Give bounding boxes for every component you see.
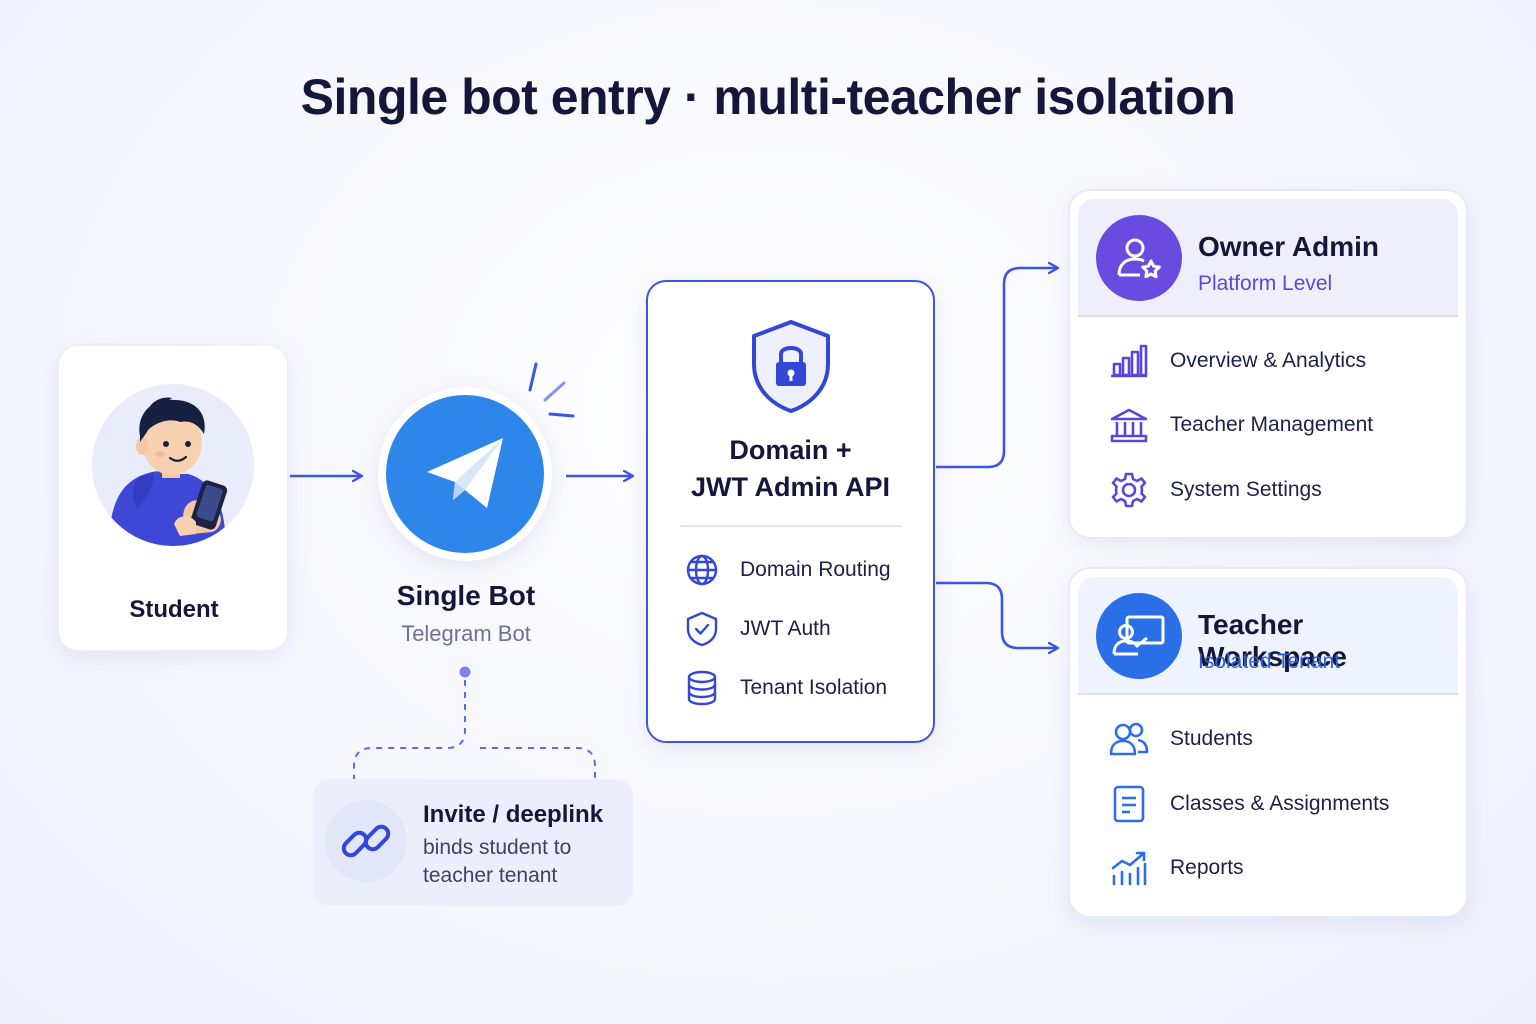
teacher-item-label: Classes & Assignments [1170,792,1390,815]
teacher-item-label: Students [1170,727,1253,750]
document-icon [1108,783,1150,825]
api-title: Domain + JWT Admin API [648,432,933,506]
link-icon [325,800,407,882]
api-divider [680,525,902,527]
teacher-workspace-panel: Teacher Workspace Isolated Tenant Studen… [1068,567,1468,918]
bot-sparkle-icon [528,362,575,418]
shield-lock-icon [748,318,834,414]
institution-icon [1108,404,1150,446]
telegram-icon [386,395,544,553]
owner-admin-subtitle: Platform Level [1198,272,1333,295]
teacher-workspace-subtitle: Isolated Tenant [1198,650,1341,673]
bar-chart-icon [1108,340,1150,382]
teacher-item-reports[interactable]: Reports [1108,846,1244,890]
api-title-line1: Domain + [729,435,852,465]
gear-icon [1108,469,1150,511]
user-star-icon [1096,215,1182,301]
invite-deeplink-box: Invite / deeplink binds student to teach… [313,779,633,906]
api-item-label: Tenant Isolation [740,676,888,699]
owner-item-label: System Settings [1170,478,1322,501]
telegram-bot-node[interactable] [378,387,552,561]
student-label: Student [129,596,219,623]
api-item-label: Domain Routing [740,558,891,581]
dashed-invite-connector [353,680,596,779]
trend-chart-icon [1108,847,1150,889]
owner-item-label: Overview & Analytics [1170,349,1367,372]
teacher-item-classes-assignments[interactable]: Classes & Assignments [1108,782,1389,826]
invite-connector-dot [459,666,471,678]
users-icon [1108,718,1150,760]
owner-admin-panel: Owner Admin Platform Level Overview & An… [1068,189,1468,539]
owner-item-system-settings[interactable]: System Settings [1108,468,1322,512]
api-title-line2: JWT Admin API [691,472,890,502]
owner-admin-header: Owner Admin Platform Level [1078,199,1458,317]
owner-item-teacher-management[interactable]: Teacher Management [1108,403,1373,447]
arrow-api-to-teacher [936,581,1058,648]
arrow-api-to-owner [936,268,1058,469]
owner-item-label: Teacher Management [1170,413,1374,436]
api-item-jwt-auth: JWT Auth [684,609,831,649]
jwt-admin-api-card: Domain + JWT Admin API Domain Routing JW… [646,280,935,743]
student-with-phone-icon [92,384,254,546]
database-icon [684,670,720,706]
teacher-item-students[interactable]: Students [1108,717,1253,761]
bot-subtitle: Telegram Bot [401,621,531,646]
api-item-domain-routing: Domain Routing [684,550,891,590]
shield-check-icon [684,611,720,647]
owner-item-overview-analytics[interactable]: Overview & Analytics [1108,339,1366,383]
bot-title: Single Bot [396,580,536,611]
teacher-workspace-header: Teacher Workspace Isolated Tenant [1078,577,1458,695]
student-card: Student [58,345,288,651]
diagram-title: Single bot entry · multi-teacher isolati… [300,69,1236,125]
invite-title: Invite / deeplink [423,801,604,828]
teacher-board-icon [1096,593,1182,679]
teacher-workspace-title: Teacher Workspace [1198,609,1347,672]
owner-admin-title: Owner Admin [1198,231,1379,262]
api-item-label: JWT Auth [740,617,831,640]
teacher-item-label: Reports [1170,856,1244,879]
invite-description: binds student to teacher tenant [423,836,572,887]
globe-icon [684,552,720,588]
api-item-tenant-isolation: Tenant Isolation [684,668,887,708]
